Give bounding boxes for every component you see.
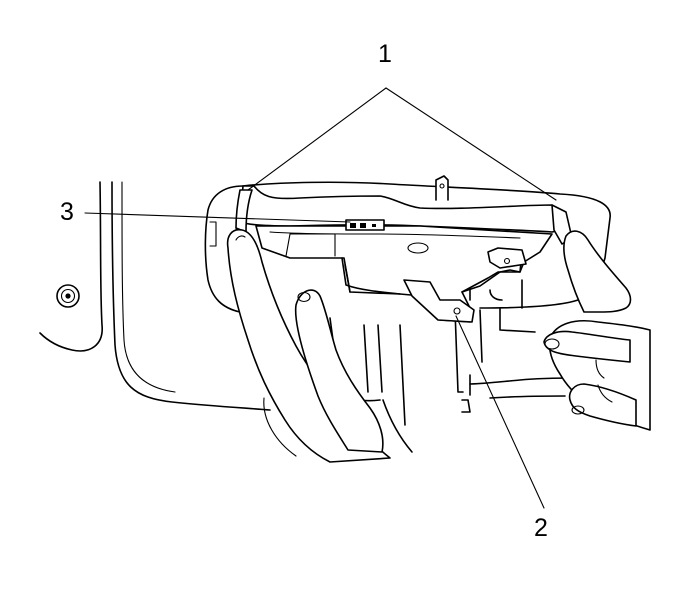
callout-2: 2 bbox=[534, 514, 548, 542]
fastener bbox=[56, 284, 80, 308]
callout-3: 3 bbox=[60, 198, 74, 226]
right-hand bbox=[543, 230, 651, 431]
left-hand bbox=[226, 228, 391, 463]
callout-1: 1 bbox=[378, 40, 392, 68]
leader-lines bbox=[84, 87, 557, 509]
trim-panel bbox=[39, 181, 271, 411]
